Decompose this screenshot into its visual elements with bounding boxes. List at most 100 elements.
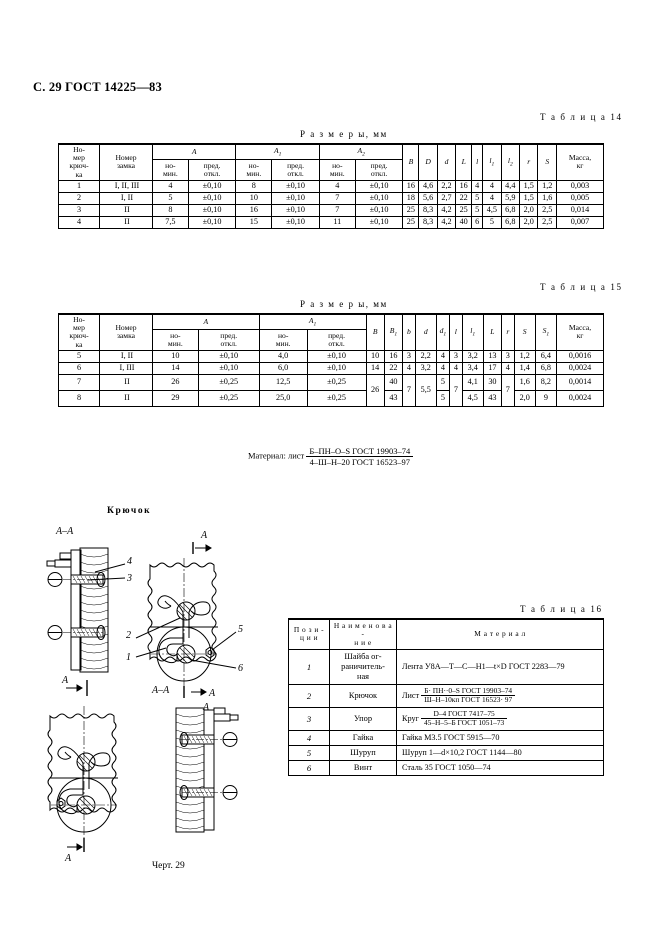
- col-l: l: [449, 312, 463, 351]
- table14-subtitle: Р а з м е р ы, мм: [300, 129, 388, 139]
- cell-B: 25: [402, 215, 420, 229]
- col-hook-no: Но- мер крюч- ка: [58, 142, 100, 181]
- cell-l1: 3,2: [461, 349, 484, 363]
- cell-a_nom: 4: [152, 179, 189, 193]
- cell-hook: 4: [58, 215, 100, 229]
- col-A-dev: пред.откл.: [187, 158, 237, 181]
- col-l1: l1: [461, 312, 484, 351]
- cell-position: 2: [288, 683, 330, 708]
- cell-lock: I, II: [99, 349, 153, 363]
- cell-mass: 0,003: [556, 179, 604, 193]
- col-lock-no: Номер замка: [99, 312, 153, 351]
- cell-d1: 4: [435, 349, 451, 363]
- cell-S1: 6,8: [534, 361, 558, 375]
- cell-a1_nom: 6,0: [258, 361, 308, 375]
- material-prefix: Круг: [402, 713, 421, 723]
- cell-position: 5: [288, 744, 330, 761]
- col-d: d: [436, 142, 457, 181]
- cell-d1: 5: [435, 373, 451, 391]
- cell-B1: 22: [383, 361, 404, 375]
- cell-lock: I, II: [99, 191, 153, 205]
- col-B1: B1: [383, 312, 404, 351]
- col-S1: S1: [534, 312, 558, 351]
- cell-material: Шуруп 1—d×10,2 ГОСТ 1144—80: [396, 744, 604, 761]
- cell-a1_dev: ±0,10: [306, 349, 367, 363]
- cell-material: Лента У8А—Т—С—Н1—t×D ГОСТ 2283—79: [396, 648, 604, 685]
- cell-hook: 8: [58, 389, 100, 407]
- cell-l2: 6,8: [500, 203, 521, 217]
- cell-l1: 3,4: [461, 361, 484, 375]
- cell-a_nom: 5: [152, 191, 189, 205]
- cell-hook: 6: [58, 361, 100, 375]
- material-note-label: Материал: лист: [248, 450, 305, 461]
- material-note-fraction: Б–ПН–О–S ГОСТ 19903–74 4–Ш–Н–20 ГОСТ 165…: [306, 446, 414, 467]
- table15-head-row-1: Но- мер крюч- ка Номер замка A A1 B B1 b…: [58, 312, 604, 351]
- table16-head: П о з и -ц и и Н а и м е н о в а -н и е …: [288, 617, 604, 650]
- col-A1-dev: пред.откл.: [271, 158, 320, 181]
- cell-a_nom: 26: [152, 373, 199, 391]
- cell-d1: 5: [435, 389, 451, 407]
- cell-a2_nom: 4: [318, 179, 356, 193]
- cell-a1_dev: ±0,10: [271, 203, 320, 217]
- col-hook-no: Но- мер крюч- ка: [58, 312, 100, 351]
- svg-text:А–А: А–А: [55, 526, 74, 537]
- cell-mass: 0,014: [556, 203, 604, 217]
- cell-l1: 4: [482, 179, 502, 193]
- table15-subtitle: Р а з м е р ы, мм: [300, 299, 388, 309]
- cell-a1_dev: ±0,10: [306, 361, 367, 375]
- cell-S: 1,4: [513, 361, 536, 375]
- cell-a_dev: ±0,10: [197, 361, 260, 375]
- table14-head-row-2: но-мин. пред.откл. но-мин. пред.откл. но…: [59, 158, 604, 181]
- cell-hook: 2: [58, 191, 100, 205]
- cell-mass: 0,0024: [556, 389, 604, 407]
- cell-material: Гайка М3.5 ГОСТ 5915—70: [396, 729, 604, 746]
- cell-mass: 0,005: [556, 191, 604, 205]
- col-A2-dev: пред.откл.: [354, 158, 404, 181]
- cell-a_dev: ±0,25: [197, 373, 260, 391]
- cell-l1: 4,5: [461, 389, 484, 407]
- cell-l1: 4: [482, 191, 502, 205]
- col-D: D: [418, 142, 438, 181]
- cell-D: 5,6: [418, 191, 438, 205]
- col-A-nom: но-мин.: [152, 328, 199, 351]
- cell-L: 30: [482, 373, 503, 391]
- cell-l1: 4,5: [482, 203, 502, 217]
- cell-hook: 5: [58, 349, 100, 363]
- col-A-nom: но-мин.: [152, 158, 189, 181]
- cell-d: 4,2: [436, 215, 457, 229]
- cell-a1_nom: 10: [235, 191, 273, 205]
- cell-mass: 0,0024: [556, 361, 604, 375]
- page-header: С. 29 ГОСТ 14225—83: [33, 80, 162, 94]
- cell-B: 26: [365, 373, 385, 407]
- material-note: Материал: лист Б–ПН–О–S ГОСТ 19903–74 4–…: [248, 446, 414, 467]
- cell-L: 43: [482, 389, 503, 407]
- cell-d: 2,7: [436, 191, 457, 205]
- cell-hook: 3: [58, 203, 100, 217]
- callout-3: 3: [126, 573, 132, 584]
- cell-D: 8,3: [418, 215, 438, 229]
- cell-L: 16: [455, 179, 473, 193]
- cell-a1_nom: 25,0: [258, 389, 308, 407]
- cell-L: 40: [455, 215, 473, 229]
- cell-S: 2,5: [537, 215, 557, 229]
- cell-a_dev: ±0,10: [197, 349, 260, 363]
- material-numerator: Б· ПН··0–S ГОСТ 19903–74: [421, 686, 516, 697]
- cell-mass: 0,0016: [556, 349, 604, 363]
- cell-name: Гайка: [329, 729, 397, 746]
- cell-b: 3: [402, 349, 416, 363]
- cell-lock: I, II, III: [99, 179, 153, 193]
- cell-r: 2,0: [518, 215, 539, 229]
- col-l2: l2: [500, 142, 521, 181]
- col-r: r: [501, 312, 515, 351]
